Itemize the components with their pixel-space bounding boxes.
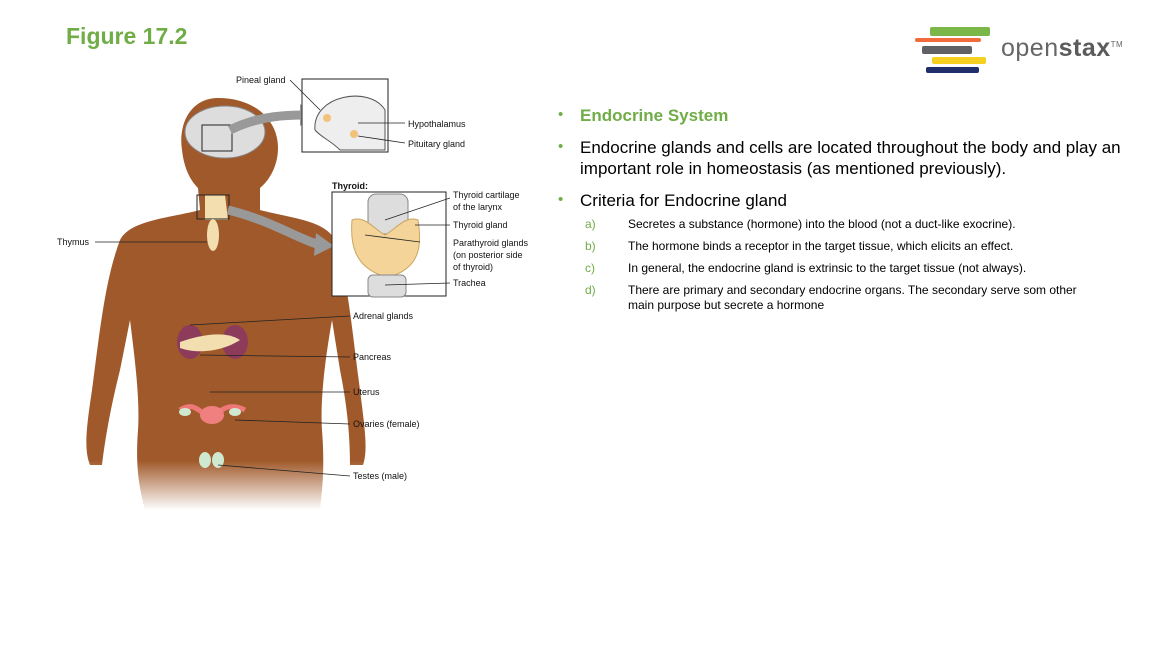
label-parathyroid-line3: of thyroid)	[453, 262, 494, 272]
bullet-item: • Endocrine glands and cells are located …	[558, 137, 1128, 179]
criteria-letter: a)	[585, 217, 596, 231]
bullet-item: • Endocrine System	[558, 105, 1128, 126]
criteria-letter: d)	[585, 283, 596, 297]
label-thyroid-cartilage-line1: Thyroid cartilage	[453, 190, 520, 200]
criteria-letter: c)	[585, 261, 595, 275]
label-thyroid-cartilage-line2: of the larynx	[453, 202, 503, 212]
label-parathyroid-glands: Parathyroid glands (on posterior side of t…	[453, 237, 528, 273]
bullet-item: • Criteria for Endocrine gland	[558, 190, 1128, 211]
label-hypothalamus: Hypothalamus	[408, 119, 466, 129]
bullet-text: Criteria for Endocrine gland	[580, 191, 787, 210]
logo-tm: TM	[1110, 40, 1124, 49]
bullet-dot-icon: •	[558, 106, 564, 123]
body-silhouette	[86, 98, 366, 510]
body-illustration	[86, 78, 451, 510]
criteria-letter: b)	[585, 239, 596, 253]
criteria-item: d) There are primary and secondary endocr…	[558, 283, 1088, 313]
label-pancreas: Pancreas	[353, 352, 392, 362]
label-uterus: Uterus	[353, 387, 380, 397]
criteria-text: There are primary and secondary endocrin…	[628, 283, 1077, 312]
label-pituitary-gland: Pituitary gland	[408, 139, 466, 149]
criteria-item: b) The hormone binds a receptor in the ta…	[558, 239, 1128, 254]
label-adrenal-glands: Adrenal glands	[353, 311, 414, 321]
label-parathyroid-line1: Parathyroid glands	[453, 238, 529, 248]
bullet-heading: Endocrine System	[580, 106, 729, 125]
label-trachea: Trachea	[453, 278, 486, 288]
openstax-logo: openstaxTM	[913, 25, 1133, 77]
criteria-item: a) Secretes a substance (hormone) into th…	[558, 217, 1128, 232]
endocrine-system-figure: Pineal gland Hypothalamus Pituitary glan…	[50, 70, 528, 510]
label-parathyroid-line2: (on posterior side	[453, 250, 523, 260]
label-thyroid-cartilage: Thyroid cartilage of the larynx	[453, 189, 520, 213]
label-thyroid-gland: Thyroid gland	[453, 220, 508, 230]
label-thymus: Thymus	[57, 237, 90, 247]
slide-title: Figure 17.2	[66, 23, 188, 49]
label-testes: Testes (male)	[353, 471, 408, 481]
bullet-dot-icon: •	[558, 191, 564, 208]
bullet-dot-icon: •	[558, 138, 564, 155]
bullet-text: Endocrine glands and cells are located t…	[580, 138, 1121, 178]
criteria-text: Secretes a substance (hormone) into the …	[628, 217, 1016, 231]
label-thyroid-heading: Thyroid:	[332, 181, 368, 191]
logo-text-bold: stax	[1058, 34, 1111, 62]
criteria-text: The hormone binds a receptor in the targ…	[628, 239, 1014, 253]
bullet-list: • Endocrine System • Endocrine glands and …	[558, 105, 1128, 320]
criteria-item: c) In general, the endocrine gland is ext…	[558, 261, 1128, 276]
label-pineal-gland: Pineal gland	[236, 75, 286, 85]
logo-text-light: open	[1001, 34, 1059, 62]
criteria-text: In general, the endocrine gland is extri…	[628, 261, 1027, 275]
label-ovaries: Ovaries (female)	[353, 419, 420, 429]
